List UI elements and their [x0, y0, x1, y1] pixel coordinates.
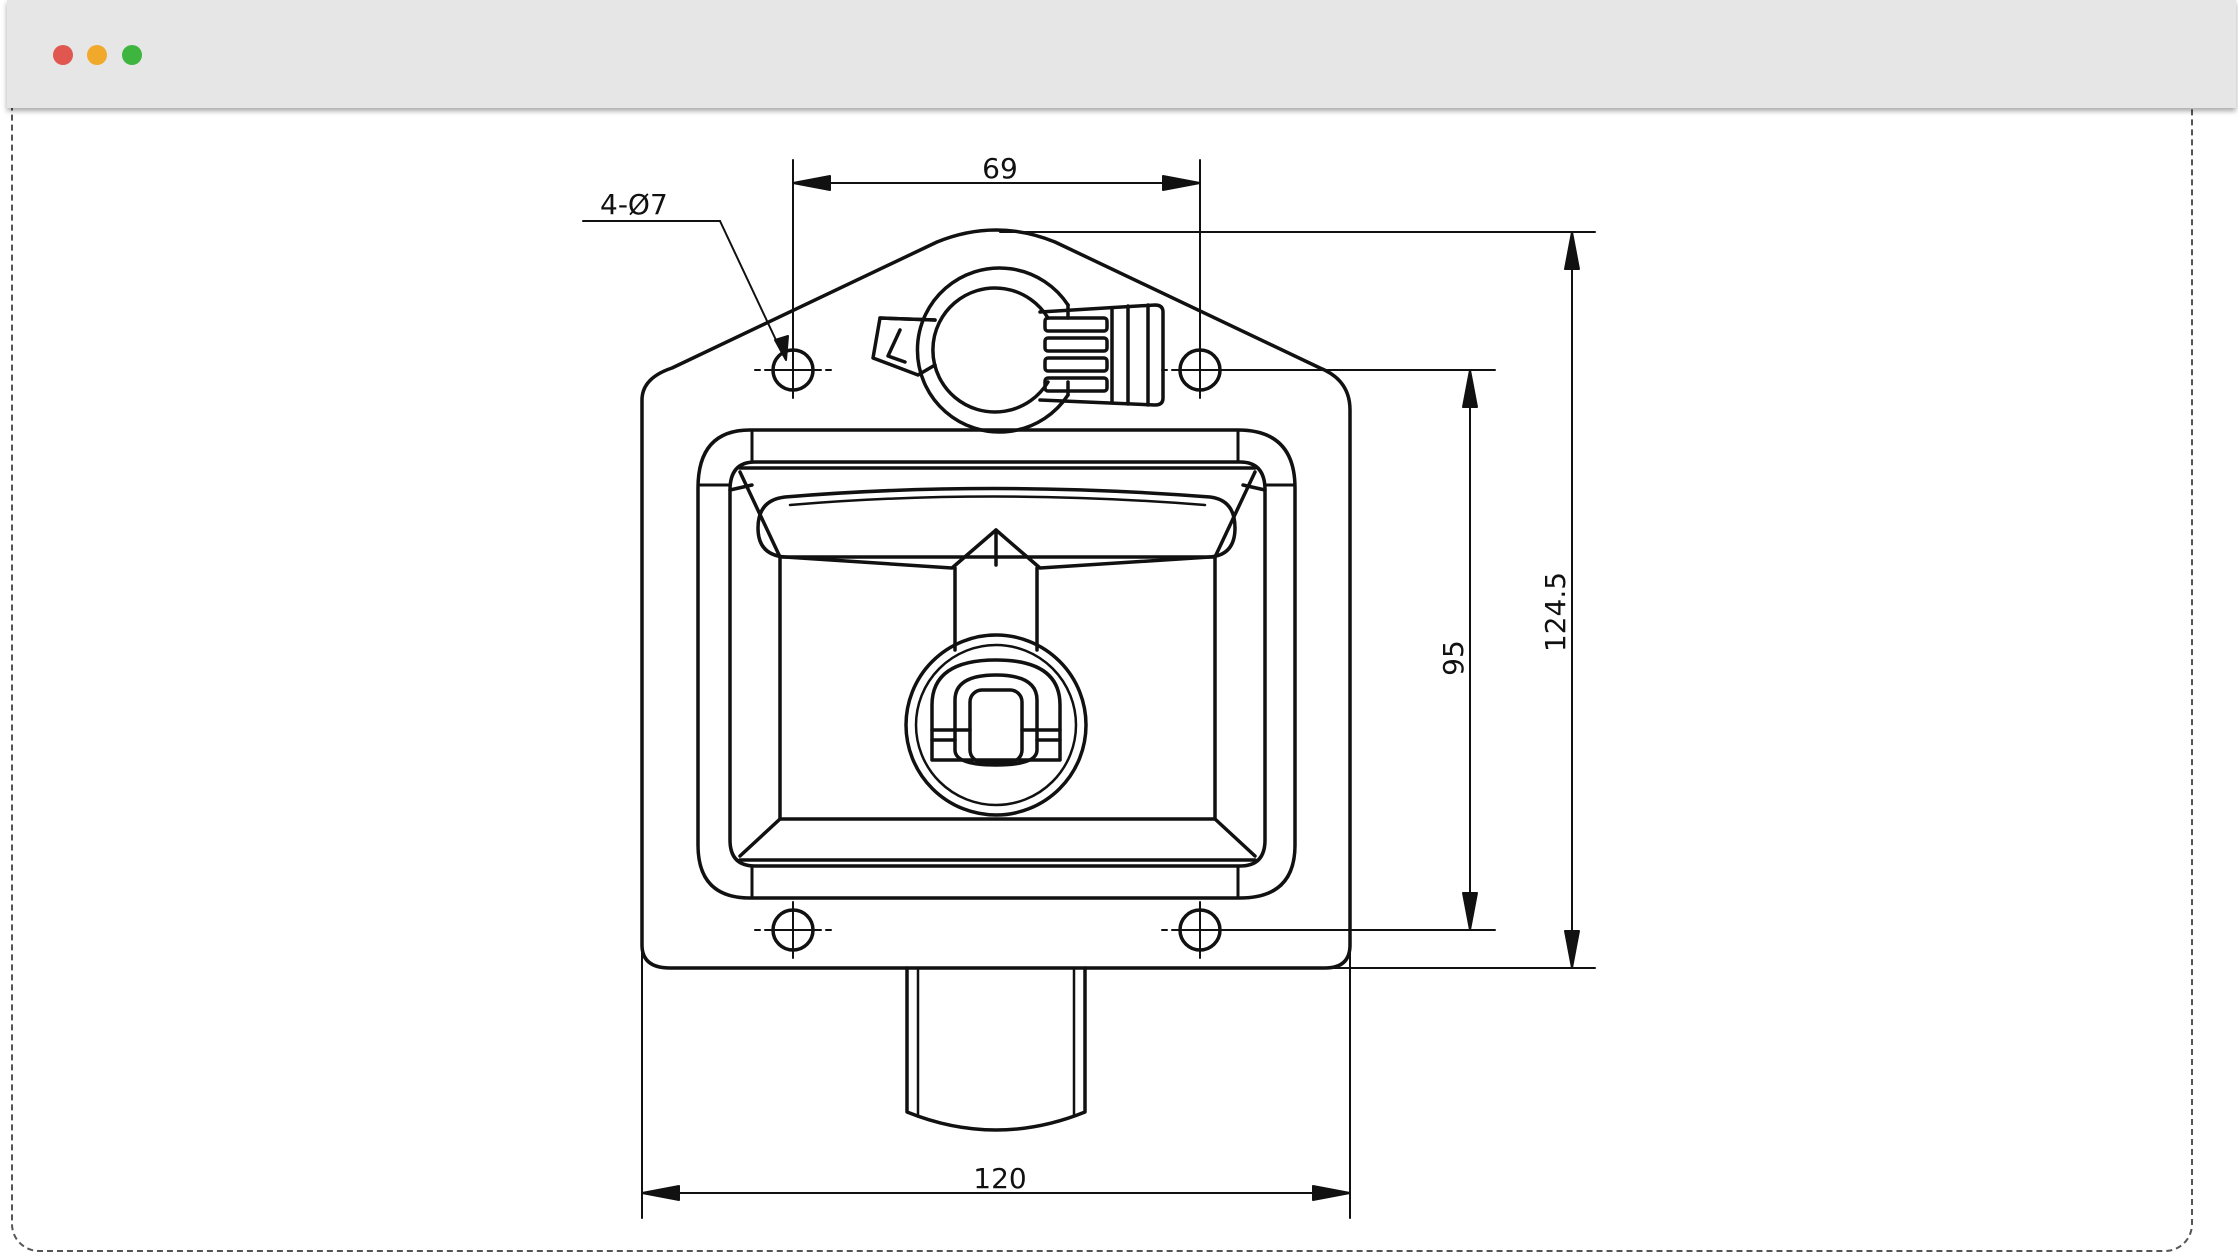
recessed-pan-outer — [696, 428, 1297, 900]
pan-floor — [778, 555, 1217, 821]
mounting-hole-top-right — [1161, 341, 1229, 399]
dimension-124-5-label: 124.5 — [1539, 572, 1572, 652]
maximize-window-button[interactable] — [122, 45, 142, 65]
mounting-hole-bottom-right — [1161, 901, 1229, 959]
minimize-window-button[interactable] — [87, 45, 107, 65]
t-handle-bar — [756, 486, 1237, 570]
hole-spec-label: 4-Ø7 — [600, 188, 668, 221]
recessed-pan-inner — [728, 460, 1267, 868]
flange-outline — [640, 228, 1352, 970]
dimension-124-5 — [999, 231, 1596, 969]
center-lock-knob — [904, 633, 1088, 817]
close-window-button[interactable] — [53, 45, 73, 65]
t-handle-stem — [953, 528, 1039, 652]
title-bar — [7, 0, 2236, 108]
dimension-120 — [641, 944, 1351, 1219]
dimension-95 — [1227, 369, 1496, 931]
hole-spec-leader — [582, 220, 789, 361]
dimension-69-label: 69 — [982, 152, 1018, 185]
mounting-hole-bottom-left — [754, 901, 832, 959]
dimension-69 — [792, 159, 1201, 343]
dimension-95-label: 95 — [1437, 640, 1470, 676]
mounting-hole-top-left — [754, 341, 832, 399]
content-frame — [11, 100, 2193, 1252]
pan-bevels — [728, 466, 1267, 862]
lock-cap-keeper — [871, 316, 937, 377]
bottom-cylinder — [905, 966, 1087, 1132]
dimension-120-label: 120 — [973, 1162, 1026, 1195]
pan-corner-lines — [698, 428, 1297, 900]
lock-cap-grip — [1038, 303, 1165, 407]
